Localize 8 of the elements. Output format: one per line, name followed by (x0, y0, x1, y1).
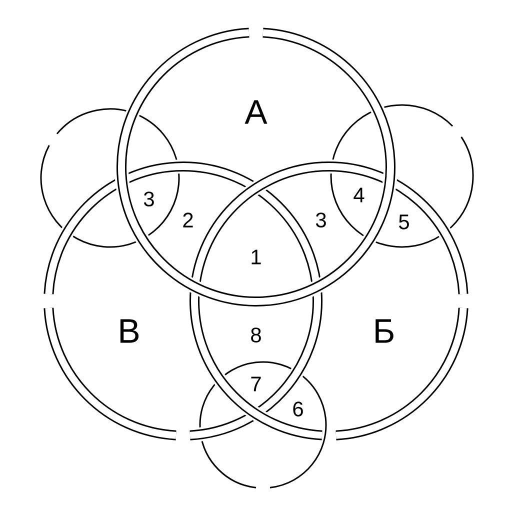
region-number: 3 (144, 192, 154, 206)
region-number: 4 (354, 188, 364, 202)
region-number: 7 (251, 376, 261, 392)
region-number: 1 (252, 250, 261, 264)
region-number: 6 (293, 402, 303, 416)
region-number: 5 (399, 214, 409, 230)
region-number: 8 (251, 328, 261, 342)
region-number: 3 (316, 212, 326, 228)
